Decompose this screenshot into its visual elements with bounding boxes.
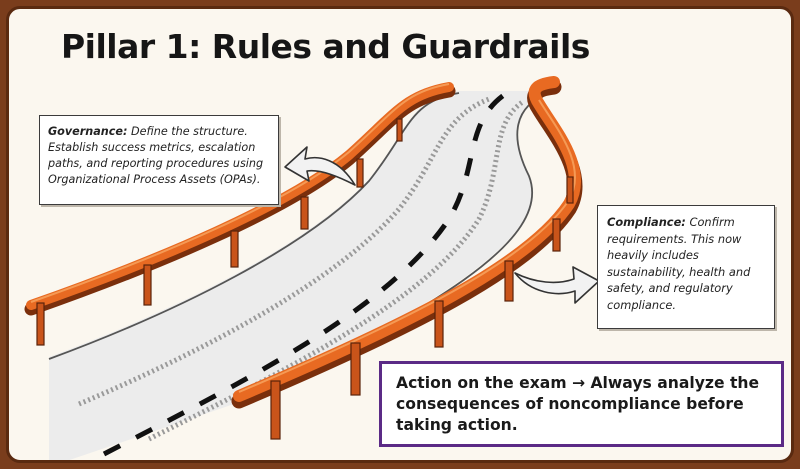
road-surface	[49, 91, 549, 460]
road-left-edge	[48, 92, 460, 360]
left-guardrail-posts	[36, 118, 403, 346]
diagram-frame: Pillar 1: Rules and Guardrails Governanc…	[6, 6, 794, 463]
tire-track	[78, 96, 490, 407]
compliance-note: Compliance: Confirm requirements. This n…	[597, 205, 775, 329]
compliance-text: Confirm requirements. This now heavily i…	[607, 215, 751, 312]
left-guardrail	[26, 82, 454, 310]
governance-note: Governance: Define the structure. Establ…	[39, 115, 279, 205]
arrow-left-curved-icon	[284, 146, 356, 186]
action-text: Action on the exam → Always analyze the …	[396, 374, 760, 434]
arrow-right-curved-icon	[514, 266, 600, 304]
page-title: Pillar 1: Rules and Guardrails	[61, 27, 590, 66]
governance-text: Define the structure. Establish success …	[48, 125, 264, 186]
right-guardrail-highlight	[238, 99, 576, 393]
compliance-heading: Compliance:	[607, 215, 686, 229]
road-illustration	[24, 76, 600, 460]
action-callout: Action on the exam → Always analyze the …	[379, 361, 784, 447]
right-guardrail-posts	[270, 176, 574, 440]
governance-heading: Governance:	[48, 125, 128, 138]
center-line	[102, 92, 506, 457]
right-guardrail	[233, 76, 581, 402]
